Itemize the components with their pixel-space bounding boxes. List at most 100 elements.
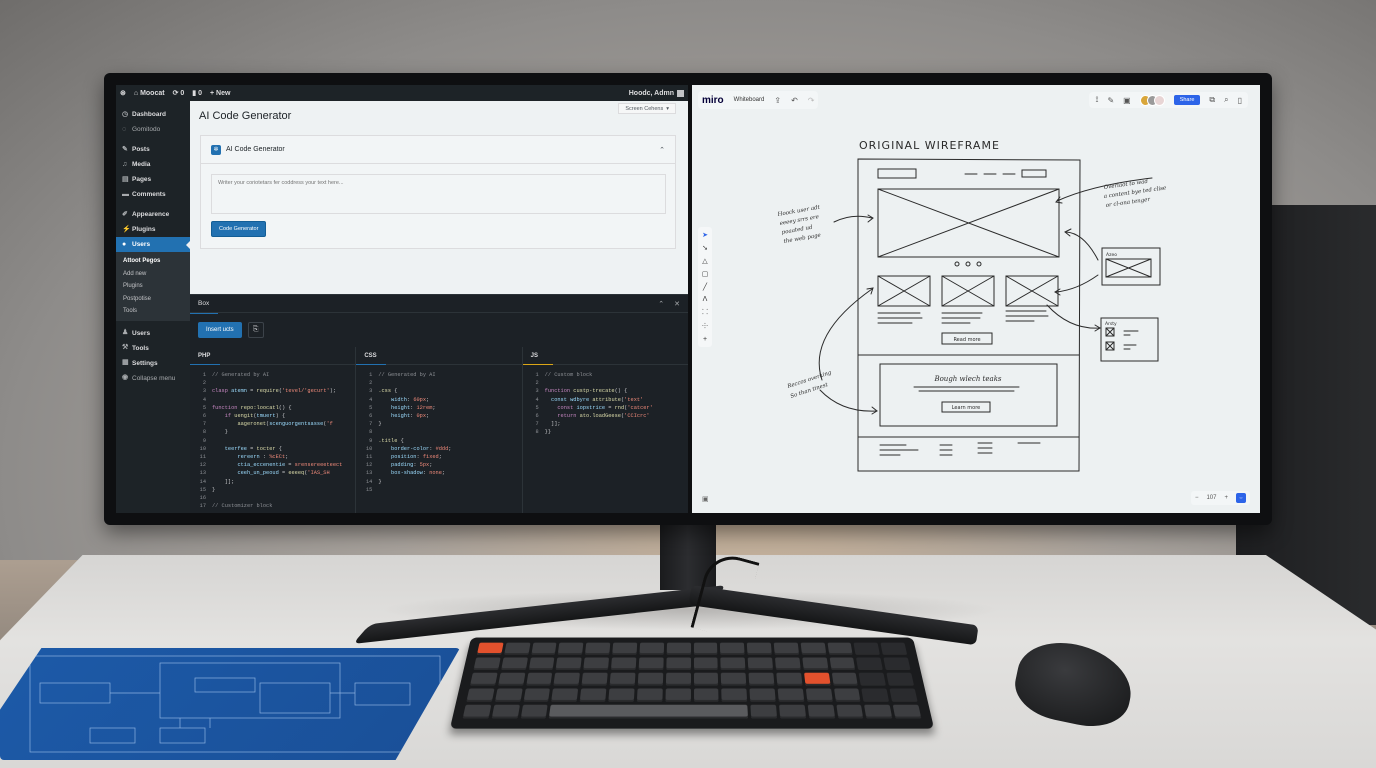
wordpress-logo-icon[interactable]: ⊛: [120, 90, 126, 97]
sidebar-item-gomitodo[interactable]: ◌Gomitodo: [116, 122, 190, 137]
redo-icon[interactable]: ↷: [807, 95, 815, 105]
wrench-icon: ⚒: [122, 344, 129, 351]
code-editor[interactable]: 1// Generated by AI 2 3.css { 4 width: 6…: [365, 372, 452, 493]
sidebar-item-comments[interactable]: ▬Comments: [116, 187, 190, 202]
submenu-item[interactable]: Plugins: [123, 283, 143, 289]
zoom-out-button[interactable]: −: [1194, 495, 1199, 501]
sidebar-item-posts[interactable]: ✎Posts: [116, 142, 190, 157]
submenu-item[interactable]: Add new: [123, 270, 147, 277]
avatar: [677, 89, 684, 97]
sidebar-item-users[interactable]: ●Users: [116, 237, 190, 252]
blueprint-desk-mat: [0, 648, 460, 760]
pen-icon[interactable]: ✎: [1107, 95, 1115, 105]
code-column-title[interactable]: JS: [522, 347, 688, 365]
screen-options-label: Screen Cehens: [625, 105, 664, 112]
wireframe-drawing[interactable]: ORIGINAL WIREFRAME Read more Bough wlech…: [692, 85, 1260, 513]
tab-box[interactable]: Box: [189, 295, 219, 314]
sidebar-item-media[interactable]: ♫Media: [116, 157, 190, 172]
sidebar-item-label: Tools: [132, 344, 149, 352]
updates-link[interactable]: ⟳ 0: [172, 90, 185, 97]
ai-code-generator-postbox: ✲ AI Code Generator ⌃ Code Generator: [200, 135, 676, 249]
more-icon[interactable]: +: [702, 336, 708, 343]
key: [473, 657, 501, 670]
key: [693, 672, 719, 686]
sticky-icon[interactable]: ▢: [701, 271, 709, 278]
key: [749, 688, 776, 702]
sidebar-item-label: Users: [132, 241, 151, 248]
panel-icon[interactable]: ▯: [1237, 95, 1242, 105]
key: [827, 642, 854, 655]
collapse-toggle-icon[interactable]: ⌃: [659, 146, 665, 154]
minimap-icon[interactable]: ▣: [702, 496, 709, 503]
chevron-up-icon[interactable]: ⌃: [658, 300, 665, 308]
text-icon[interactable]: Λ: [702, 296, 708, 303]
insert-code-button[interactable]: Insert ucts: [198, 322, 242, 338]
collaborators[interactable]: [1139, 94, 1165, 106]
sidebar-item-appearance[interactable]: ✐Appearence: [116, 207, 190, 222]
key: [864, 704, 893, 719]
copy-icon[interactable]: ⎘: [247, 322, 264, 338]
key: [856, 657, 884, 670]
sidebar-item-settings[interactable]: ▦Settings: [116, 356, 190, 371]
miro-logo[interactable]: miro: [702, 94, 724, 106]
comment-icon: ▬: [122, 190, 129, 198]
sidebar-item-users-2[interactable]: ♟Users: [116, 326, 190, 341]
key: [853, 642, 881, 655]
sidebar-item-label: Posts: [132, 146, 150, 153]
comments-link[interactable]: ▮ 0: [192, 90, 202, 97]
fit-to-screen-icon[interactable]: ⇔: [1236, 493, 1246, 503]
reactions-icon[interactable]: ⟟: [1095, 95, 1099, 104]
present-icon[interactable]: ⧉: [1209, 95, 1216, 104]
search-icon[interactable]: ⌕: [1224, 95, 1229, 104]
key: [748, 672, 775, 686]
key: [720, 642, 745, 655]
code-panel-header: Box ⌃ ✕: [189, 295, 688, 314]
connect-icon[interactable]: ⸬: [702, 309, 708, 316]
submenu-item[interactable]: Postpotise: [123, 295, 152, 302]
pen-icon[interactable]: ╱: [702, 284, 708, 291]
sidebar-item-tools[interactable]: ⚒Tools: [116, 341, 190, 356]
undo-icon[interactable]: ↶: [791, 95, 798, 105]
side-card-label: Arsty: [1105, 321, 1117, 327]
pages-icon: ▤: [122, 175, 129, 183]
cursor-icon[interactable]: ➘: [702, 245, 708, 252]
template-icon[interactable]: ⸭: [702, 323, 708, 330]
submenu-item[interactable]: Tools: [123, 308, 138, 314]
key: [807, 704, 835, 719]
site-name-label: Moocat: [140, 89, 165, 97]
code-column-title[interactable]: CSS: [356, 347, 522, 365]
share-button[interactable]: Share: [1173, 95, 1201, 105]
frame-icon[interactable]: ▣: [1123, 95, 1131, 105]
sidebar-item-label: Appearence: [132, 211, 170, 218]
site-name[interactable]: ⌂ Moocat: [134, 90, 165, 97]
export-icon[interactable]: ⇪: [774, 95, 782, 105]
learn-more-label: Learn more: [952, 405, 981, 411]
code-column-title[interactable]: PHP: [190, 347, 356, 365]
shape-icon[interactable]: △: [702, 258, 708, 265]
cta-text: Bough wlech teaks: [933, 375, 1001, 383]
key: [858, 672, 887, 686]
screen-options-button[interactable]: Screen Cehens▾: [618, 103, 676, 114]
new-content-link[interactable]: + New: [209, 89, 231, 97]
collapse-menu-button[interactable]: ◉Collapse menu: [116, 371, 190, 386]
select-icon[interactable]: ➤: [702, 232, 708, 239]
code-generator-button[interactable]: Code Generator: [211, 221, 267, 237]
dashboard-icon: ◷: [122, 110, 129, 118]
submenu-item[interactable]: Attoot Pegos: [123, 258, 161, 264]
sidebar-item-plugins[interactable]: ⚡Plugins: [116, 222, 190, 237]
close-icon[interactable]: ✕: [674, 300, 680, 308]
annotation: poaated ud: [781, 225, 813, 236]
key: [777, 688, 805, 702]
prompt-textarea[interactable]: [211, 174, 666, 214]
sidebar-item-dashboard[interactable]: ◷Dashboard: [116, 107, 190, 122]
main-content: AI Code Generator Screen Cehens▾ ✲ AI Co…: [190, 101, 688, 294]
collapse-icon: ◉: [122, 374, 129, 381]
sidebar-item-pages[interactable]: ▤Pages: [116, 172, 190, 187]
board-name[interactable]: Whiteboard: [733, 97, 765, 103]
account-menu[interactable]: Hoodc, Admn: [629, 89, 684, 97]
zoom-in-button[interactable]: +: [1224, 495, 1228, 501]
